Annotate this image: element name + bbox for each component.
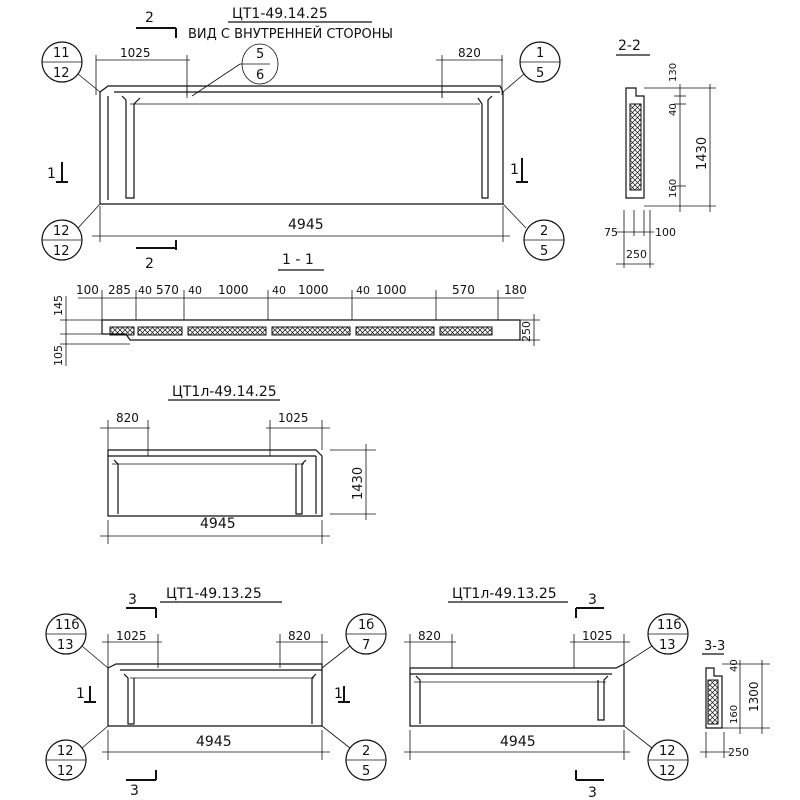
section-2-2-title: 2-2: [618, 38, 641, 54]
panel-13-tag-bl-upper: 12: [57, 744, 74, 759]
s11-dim-40b: 40: [188, 284, 202, 297]
s11-dim-1000b: 1000: [298, 283, 329, 297]
detail-tag-bottom: 6: [256, 68, 264, 83]
panel-13l-dim-4945: 4945: [500, 734, 536, 750]
main-dim-1025: 1025: [120, 46, 151, 60]
panel-13l-section-mark-top: 3: [588, 592, 597, 608]
section-3-3-dim-1300: 1300: [747, 681, 761, 712]
s11-dim-145: 145: [52, 295, 65, 316]
section-2-2-dim-130: 130: [668, 63, 679, 82]
panel-13-mark-1-right: 1: [334, 686, 343, 702]
panel-13l-tag-tr-lower: 13: [659, 638, 676, 653]
tag-top-left-upper: 11: [53, 46, 70, 61]
s11-dim-40c: 40: [272, 284, 286, 297]
s11-dim-1000a: 1000: [218, 283, 249, 297]
panel-13-mark-1-left: 1: [76, 686, 85, 702]
section-3-3: 3-3 40 1300 160 250: [700, 639, 770, 759]
section-1-1: 1 - 1 100 285 40 570 40 1000 40 1000 40 …: [52, 252, 540, 366]
panel-13-tag-tl-lower: 13: [57, 638, 74, 653]
section-mark-2-bottom: 2: [145, 256, 154, 272]
panel-13-tag-tr-upper: 1б: [358, 618, 374, 633]
tag-bottom-right: 2 5: [502, 203, 565, 261]
panel-13-dim-4945: 4945: [196, 734, 232, 750]
tag-bottom-left-lower: 12: [53, 244, 70, 259]
s11-dim-570a: 570: [156, 283, 179, 297]
panel-13-tag-top-right: 1б 7: [321, 613, 387, 669]
section-3-3-title: 3-3: [704, 639, 725, 654]
section-2-2-dim-100: 100: [655, 226, 676, 239]
panel-l-dim-4945: 4945: [200, 516, 236, 532]
section-2-2-dim-160: 160: [668, 179, 679, 198]
s11-dim-40d: 40: [356, 284, 370, 297]
section-2-2-dim-250: 250: [626, 248, 647, 261]
s11-dim-100: 100: [76, 283, 99, 297]
panel-13-section-mark-bottom: 3: [130, 783, 139, 799]
panel-13-tag-bottom-right: 2 5: [321, 725, 387, 781]
section-mark-1-right: 1: [510, 162, 519, 178]
panel-13-tag-tl-upper: 11б: [55, 618, 80, 633]
panel-13-dim-1025: 1025: [116, 629, 147, 643]
section-2-2-dim-75: 75: [604, 226, 618, 239]
tag-bottom-right-upper: 2: [540, 224, 548, 239]
tag-bottom-right-lower: 5: [540, 244, 548, 259]
section-mark-1-left: 1: [47, 166, 56, 182]
panel-13l-tag-br-lower: 12: [659, 764, 676, 779]
panel-13l-title: ЦТ1л-49.13.25: [452, 586, 557, 602]
panel-l-dim-820: 820: [116, 411, 139, 425]
tag-bottom-left-upper: 12: [53, 224, 70, 239]
tag-bottom-left: 12 12: [41, 203, 101, 261]
panel-13l-elevation: ЦТ1л-49.13.25 3 820 1025 4945 3 11б 13: [404, 586, 689, 800]
main-title: ЦТ1-49.14.25: [232, 6, 328, 22]
s11-dim-250: 250: [520, 321, 533, 342]
panel-13-tag-top-left: 11б 13: [45, 613, 109, 669]
panel-13l-tag-bottom-right: 12 12: [623, 725, 689, 781]
s11-dim-285: 285: [108, 283, 131, 297]
main-elevation: ЦТ1-49.14.25 ВИД С ВНУТРЕННЕЙ СТОРОНЫ 2 …: [41, 6, 565, 272]
panel-l-dim-1430: 1430: [351, 467, 366, 500]
panel-l-dim-1025: 1025: [278, 411, 309, 425]
panel-13-tag-br-lower: 5: [362, 764, 370, 779]
panel-13l-tag-br-upper: 12: [659, 744, 676, 759]
section-3-3-dim-160: 160: [729, 705, 740, 724]
section-3-3-dim-250: 250: [728, 746, 749, 759]
panel-13-tag-br-upper: 2: [362, 744, 370, 759]
panel-13-dim-820: 820: [288, 629, 311, 643]
panel-l-title: ЦТ1л-49.14.25: [172, 384, 277, 400]
tag-top-right: 1 5: [502, 41, 561, 93]
s11-dim-105: 105: [52, 345, 65, 366]
panel-13l-tag-top-right: 11б 13: [623, 613, 689, 665]
s11-dim-40a: 40: [138, 284, 152, 297]
s11-dim-570b: 570: [452, 283, 475, 297]
tag-top-right-lower: 5: [536, 66, 544, 81]
panel-13l-dim-820: 820: [418, 629, 441, 643]
tag-top-left: 11 12: [41, 41, 101, 93]
detail-tag-top: 5: [256, 47, 264, 62]
panel-13l-section-mark-bottom: 3: [588, 785, 597, 800]
panel-13l-tag-tr-upper: 11б: [657, 618, 682, 633]
section-1-1-title: 1 - 1: [282, 252, 314, 268]
view-note: ВИД С ВНУТРЕННЕЙ СТОРОНЫ: [188, 26, 393, 42]
tag-top-left-lower: 12: [53, 66, 70, 81]
panel-13-title: ЦТ1-49.13.25: [166, 586, 262, 602]
s11-dim-180: 180: [504, 283, 527, 297]
panel-13l-dim-1025: 1025: [582, 629, 613, 643]
panel-13-tag-tr-lower: 7: [362, 638, 370, 653]
section-2-2-dim-1430: 1430: [695, 137, 710, 170]
panel-13-tag-bottom-left: 12 12: [45, 725, 109, 781]
main-dim-820: 820: [458, 46, 481, 60]
main-dim-4945: 4945: [288, 217, 324, 233]
tag-top-right-upper: 1: [536, 46, 544, 61]
panel-13-tag-bl-lower: 12: [57, 764, 74, 779]
panel-l-elevation: ЦТ1л-49.14.25 820 1025 1430 4945: [100, 384, 376, 544]
section-3-3-dim-40: 40: [729, 659, 740, 672]
panel-13-elevation: ЦТ1-49.13.25 3 1025 820 1 1 4945 3: [45, 586, 387, 799]
section-2-2: 2-2 130 40 1430 160 75 100 250: [604, 38, 716, 268]
s11-dim-1000c: 1000: [376, 283, 407, 297]
section-mark-2-top: 2: [145, 10, 154, 26]
panel-13-section-mark-top: 3: [128, 592, 137, 608]
section-2-2-dim-40: 40: [668, 103, 679, 116]
